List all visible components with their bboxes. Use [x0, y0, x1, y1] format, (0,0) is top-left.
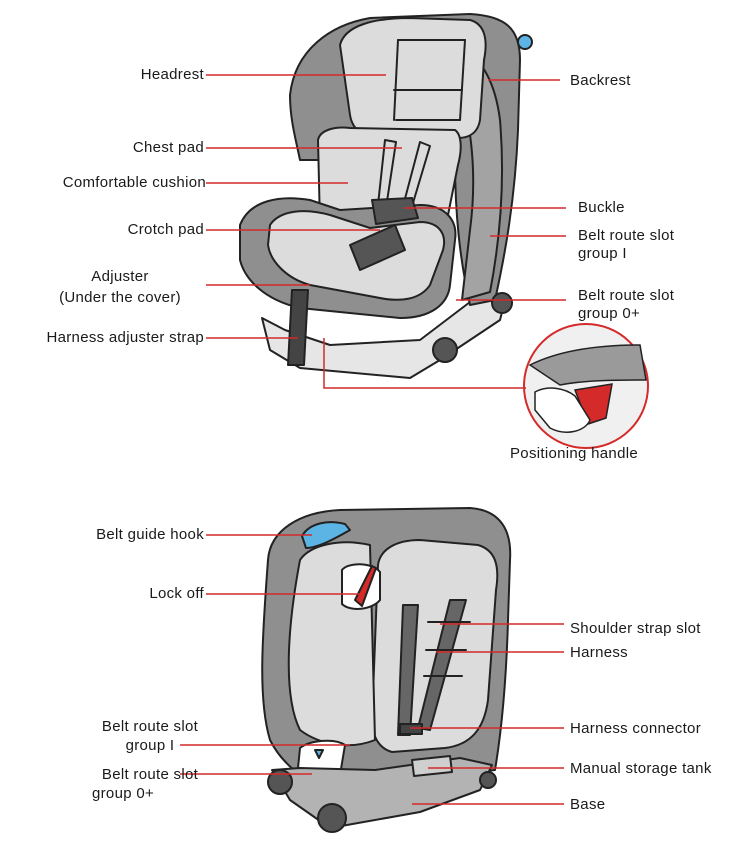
label-chest-pad: Chest pad: [132, 139, 204, 156]
front-buckle: [371, 197, 419, 225]
label-adjuster-line1: Adjuster: [91, 268, 149, 285]
rear-belt-guide-hook: [301, 521, 351, 549]
front-base-wheel-2: [491, 292, 513, 314]
label-rear-belt-route-group1-line2: group I: [125, 737, 175, 754]
label-headrest: Headrest: [140, 66, 204, 83]
rear-seat-illustration: [261, 507, 512, 833]
front-harness-adjuster-strap: [287, 289, 309, 366]
rear-base-wheel-2: [317, 803, 347, 833]
front-seat-illustration: [239, 13, 533, 379]
label-base: Base: [570, 796, 606, 813]
inset-seat-edge: [528, 344, 647, 386]
label-backrest: Backrest: [570, 72, 631, 89]
label-belt-route-group1-line2: group I: [578, 245, 627, 262]
label-comfortable-cushion: Comfortable cushion: [62, 174, 206, 191]
label-harness: Harness: [570, 644, 628, 661]
label-belt-guide-hook: Belt guide hook: [96, 526, 204, 543]
rear-seat-back-panel: [371, 539, 499, 753]
label-positioning-handle: Positioning handle: [510, 445, 638, 462]
leader-positioning-handle: [323, 338, 526, 389]
front-base-wheel-1: [432, 337, 458, 363]
label-belt-route-group0-line2: group 0+: [578, 305, 641, 322]
rear-lock-off-red: [354, 565, 377, 607]
leader-lines: [180, 74, 566, 805]
front-belt-guide-hook: [517, 34, 533, 50]
headrest-pad-left-edge: [393, 39, 399, 121]
rear-base-wheel-1: [267, 769, 293, 795]
rear-harness-right-strap: [417, 599, 467, 731]
label-harness-connector: Harness connector: [570, 720, 701, 737]
rear-manual-storage-tank: [411, 755, 453, 777]
label-buckle: Buckle: [578, 199, 625, 216]
label-rear-belt-route-group0-line1: Belt route slot: [101, 766, 199, 783]
label-belt-route-group1-line1: Belt route slot: [578, 227, 675, 244]
inset-hand: [534, 387, 591, 433]
front-crotch-strap: [349, 224, 406, 271]
rear-harness-connector: [399, 723, 423, 735]
inset-circle: [523, 323, 649, 449]
positioning-handle-inset: [523, 323, 649, 449]
label-rear-belt-route-group0-line2: group 0+: [92, 785, 155, 802]
rear-belt-route-arrow: [314, 749, 324, 759]
headrest-pad-right-edge: [459, 39, 466, 121]
front-seat-side-wing: [454, 54, 503, 301]
label-shoulder-strap-slot: Shoulder strap slot: [570, 620, 701, 637]
rear-base-wheel-3: [479, 771, 497, 789]
label-crotch-pad: Crotch pad: [127, 221, 204, 238]
label-lock-off: Lock off: [149, 585, 204, 602]
label-belt-route-group0-line1: Belt route slot: [578, 287, 675, 304]
label-manual-storage-tank: Manual storage tank: [570, 760, 712, 777]
label-adjuster-line2: (Under the cover): [59, 289, 181, 306]
label-rear-belt-route-group1-line1: Belt route slot: [101, 718, 199, 735]
label-harness-adjuster-strap: Harness adjuster strap: [46, 329, 204, 346]
